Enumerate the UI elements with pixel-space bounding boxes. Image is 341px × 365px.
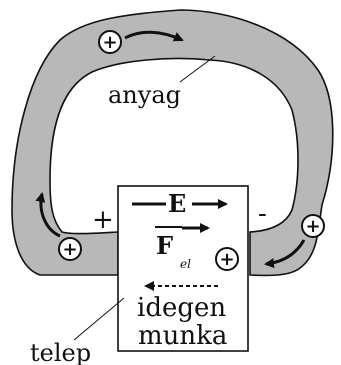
minus-terminal: - bbox=[258, 199, 267, 229]
svg-text:+: + bbox=[219, 249, 234, 270]
charge-left: + bbox=[58, 237, 82, 261]
cell-label: telep bbox=[30, 339, 91, 365]
current-arrow-right bbox=[264, 239, 306, 269]
cell-leader-line bbox=[73, 297, 125, 341]
conductor-loop bbox=[11, 9, 334, 277]
material-leader-line bbox=[179, 55, 216, 83]
force-subscript: el bbox=[180, 257, 191, 271]
svg-text:+: + bbox=[62, 239, 77, 260]
charge-top: + bbox=[98, 30, 122, 54]
charge-right: + bbox=[301, 214, 325, 238]
current-arrow-left bbox=[35, 192, 61, 238]
plus-terminal: + bbox=[92, 205, 114, 235]
work-label-line1: idegen bbox=[137, 293, 226, 323]
charge-inside: + bbox=[215, 247, 239, 271]
svg-text:+: + bbox=[102, 32, 117, 53]
current-arrow-top bbox=[124, 30, 184, 42]
svg-text:+: + bbox=[305, 216, 320, 237]
field-label: E bbox=[168, 189, 186, 218]
material-label: anyag bbox=[108, 81, 181, 109]
work-label-line2: munka bbox=[138, 321, 227, 351]
force-label: F bbox=[156, 231, 173, 260]
